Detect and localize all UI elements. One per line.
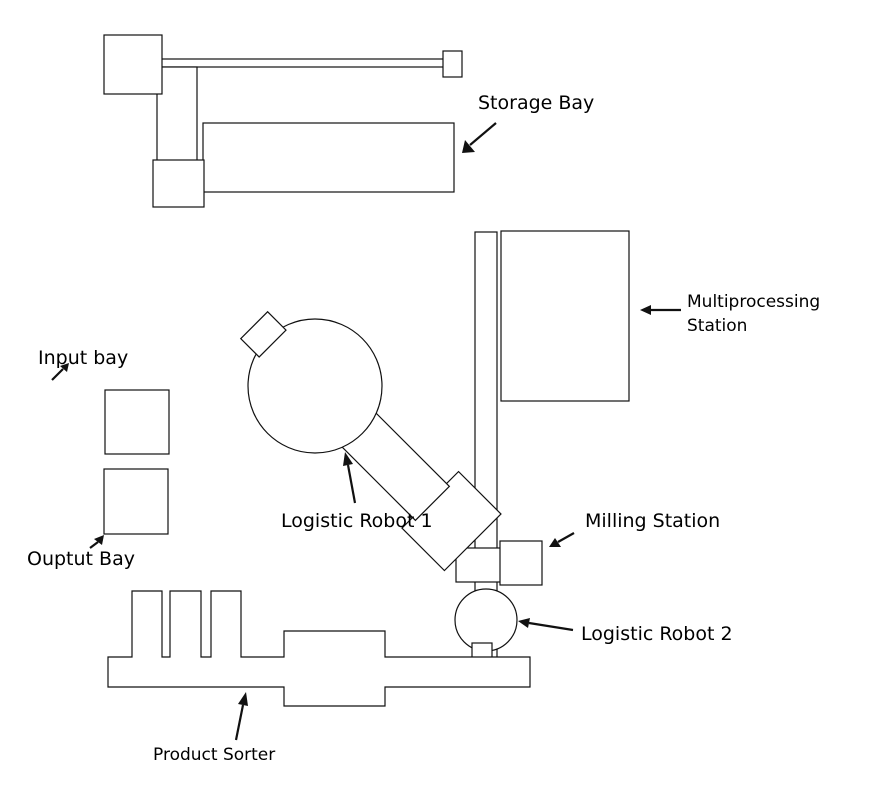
milling-station-arrow [549, 532, 575, 547]
gantry-top-block [103, 34, 163, 95]
logistic-robot-2-label: Logistic Robot 2 [581, 623, 733, 645]
product-sorter-arrow [234, 692, 248, 741]
multiprocessing-arrow [640, 305, 681, 315]
gantry-bottom-block [152, 159, 205, 208]
product-sorter [107, 590, 531, 707]
product-sorter-label: Product Sorter [153, 745, 276, 765]
milling-station [499, 540, 543, 586]
gantry-rail [159, 58, 446, 68]
output-bay [103, 468, 169, 535]
milling-station-label: Milling Station [585, 510, 721, 532]
storage-bay-arrow [462, 122, 497, 153]
storage-bay-shelf [202, 122, 455, 193]
multiprocessing-station [500, 230, 630, 402]
multiprocessing-station-label-line1: Multiprocessing [687, 292, 821, 312]
output-bay-arrow [89, 535, 104, 549]
logistic-robot-1-gripper [239, 310, 287, 358]
logistic-robot-1-label: Logistic Robot 1 [281, 510, 433, 532]
storage-bay-gantry [103, 34, 463, 208]
storage-bay-label: Storage Bay [478, 92, 595, 114]
input-bay-arrow [51, 363, 69, 381]
gantry-end-block [442, 50, 463, 78]
output-bay-label: Ouptut Bay [27, 548, 135, 570]
logistic-robot-1-arrow [343, 452, 357, 504]
input-bay-label: Input bay [38, 347, 129, 369]
milling-station-group [455, 540, 543, 586]
multiprocessing-station-label-line2: Station [687, 316, 748, 336]
gantry-column [156, 66, 198, 163]
input-bay [104, 389, 170, 455]
logistic-robot-2-arrow [518, 618, 574, 632]
logistic-robot-1 [239, 310, 502, 572]
logistic-robot-2-body [454, 588, 518, 652]
